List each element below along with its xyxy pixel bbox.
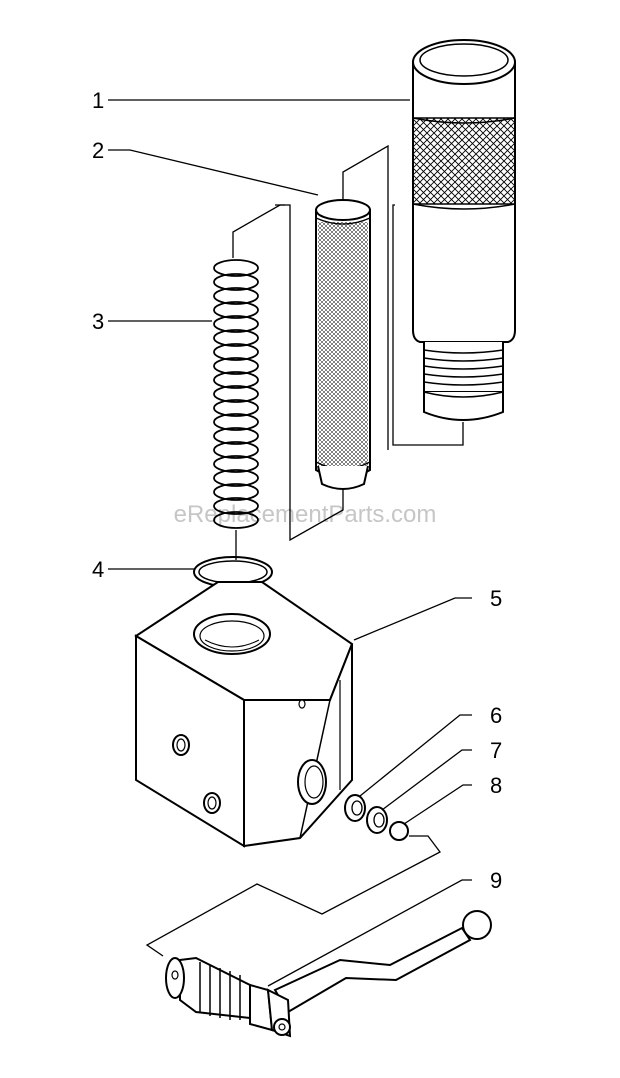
- callout-7: 7: [490, 738, 502, 763]
- callout-6: 6: [490, 703, 502, 728]
- callout-leaders: [108, 99, 472, 987]
- callout-labels: 1 2 3 4 5 6 7 8 9: [92, 88, 502, 893]
- leader-8: [403, 784, 472, 825]
- leader-7: [381, 749, 472, 811]
- part-7-washer: [366, 806, 388, 834]
- callout-8: 8: [490, 773, 502, 798]
- part-2-filter-screen: [315, 199, 371, 490]
- callout-3: 3: [92, 309, 104, 334]
- parts-6-9-frame-line: [145, 835, 441, 957]
- part-6-washer: [344, 794, 366, 822]
- part-3-spring: [213, 259, 259, 529]
- leader-9: [267, 879, 472, 987]
- part-1-filter-housing: [412, 39, 516, 421]
- callout-4: 4: [92, 557, 104, 582]
- callout-5: 5: [490, 586, 502, 611]
- part-3-axis-line: [232, 204, 285, 258]
- leader-6: [359, 714, 472, 797]
- callout-9: 9: [490, 868, 502, 893]
- part-5-valve-block: [134, 581, 354, 848]
- part-8-ball: [389, 821, 409, 841]
- part-9-valve-handle: [165, 910, 492, 1038]
- leader-5: [353, 597, 472, 641]
- part-1-axis-line: [392, 204, 464, 446]
- leader-2: [108, 149, 319, 196]
- part-2-axis-line: [342, 144, 389, 450]
- callout-1: 1: [92, 88, 104, 113]
- callout-2: 2: [92, 138, 104, 163]
- watermark-text: eReplacementParts.com: [174, 501, 437, 528]
